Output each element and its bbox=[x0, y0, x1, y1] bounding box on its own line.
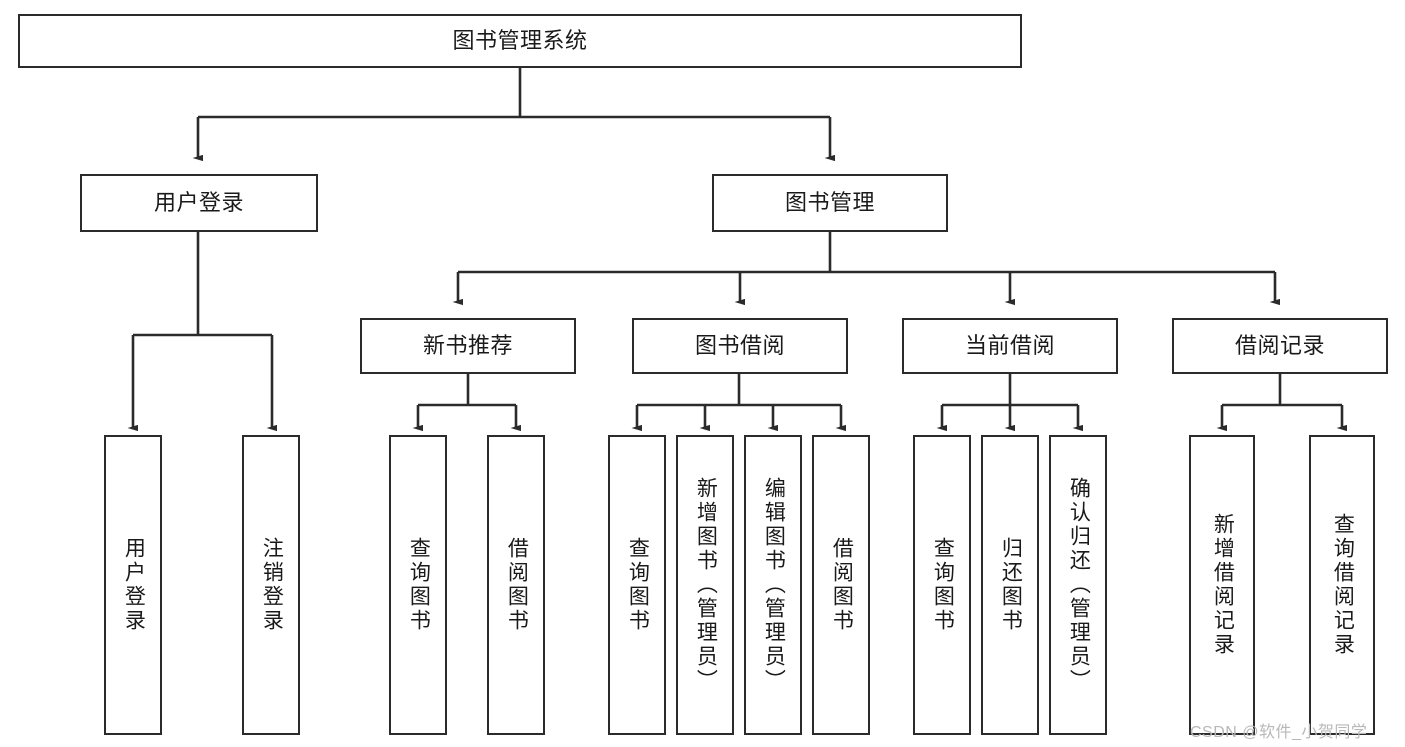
leaf-borrow-book-recommendation[interactable]: 借阅图书 bbox=[487, 435, 545, 735]
leaf-label: 查询图书 bbox=[407, 537, 431, 633]
leaf-borrow-book-borrowing[interactable]: 借阅图书 bbox=[812, 435, 870, 735]
leaf-return-book[interactable]: 归还图书 bbox=[981, 435, 1039, 735]
leaf-query-book-borrowing[interactable]: 查询图书 bbox=[608, 435, 666, 735]
leaf-label: 新增借阅记录 bbox=[1211, 513, 1235, 657]
node-root-system[interactable]: 图书管理系统 bbox=[18, 14, 1022, 68]
leaf-label: 注销登录 bbox=[260, 537, 284, 633]
node-borrowing-record[interactable]: 借阅记录 bbox=[1172, 318, 1388, 374]
leaf-label: 归还图书 bbox=[999, 537, 1023, 633]
leaf-logout[interactable]: 注销登录 bbox=[242, 435, 300, 735]
leaf-add-borrow-record[interactable]: 新增借阅记录 bbox=[1189, 435, 1255, 735]
leaf-confirm-return-admin[interactable]: 确认归还（管理员） bbox=[1049, 435, 1107, 735]
leaf-query-book-recommendation[interactable]: 查询图书 bbox=[389, 435, 447, 735]
leaf-label: 确认归还（管理员） bbox=[1067, 477, 1091, 693]
leaf-label: 新增图书（管理员） bbox=[694, 477, 718, 693]
leaf-query-borrow-record[interactable]: 查询借阅记录 bbox=[1309, 435, 1375, 735]
leaf-edit-book-admin[interactable]: 编辑图书（管理员） bbox=[744, 435, 802, 735]
node-book-management[interactable]: 图书管理 bbox=[712, 174, 948, 232]
node-current-borrowing[interactable]: 当前借阅 bbox=[902, 318, 1118, 374]
node-user-login[interactable]: 用户登录 bbox=[80, 174, 318, 232]
leaf-query-book-current[interactable]: 查询图书 bbox=[913, 435, 971, 735]
leaf-label: 用户登录 bbox=[122, 537, 146, 633]
node-book-borrowing[interactable]: 图书借阅 bbox=[632, 318, 848, 374]
leaf-label: 查询图书 bbox=[931, 537, 955, 633]
leaf-user-login[interactable]: 用户登录 bbox=[104, 435, 162, 735]
leaf-label: 查询借阅记录 bbox=[1331, 513, 1355, 657]
leaf-label: 借阅图书 bbox=[830, 537, 854, 633]
leaf-label: 编辑图书（管理员） bbox=[762, 477, 786, 693]
node-new-book-recommendation[interactable]: 新书推荐 bbox=[360, 318, 576, 374]
leaf-add-book-admin[interactable]: 新增图书（管理员） bbox=[676, 435, 734, 735]
csdn-watermark: CSDN @软件_小贺同学 bbox=[1190, 724, 1368, 741]
leaf-label: 查询图书 bbox=[626, 537, 650, 633]
leaf-label: 借阅图书 bbox=[505, 537, 529, 633]
